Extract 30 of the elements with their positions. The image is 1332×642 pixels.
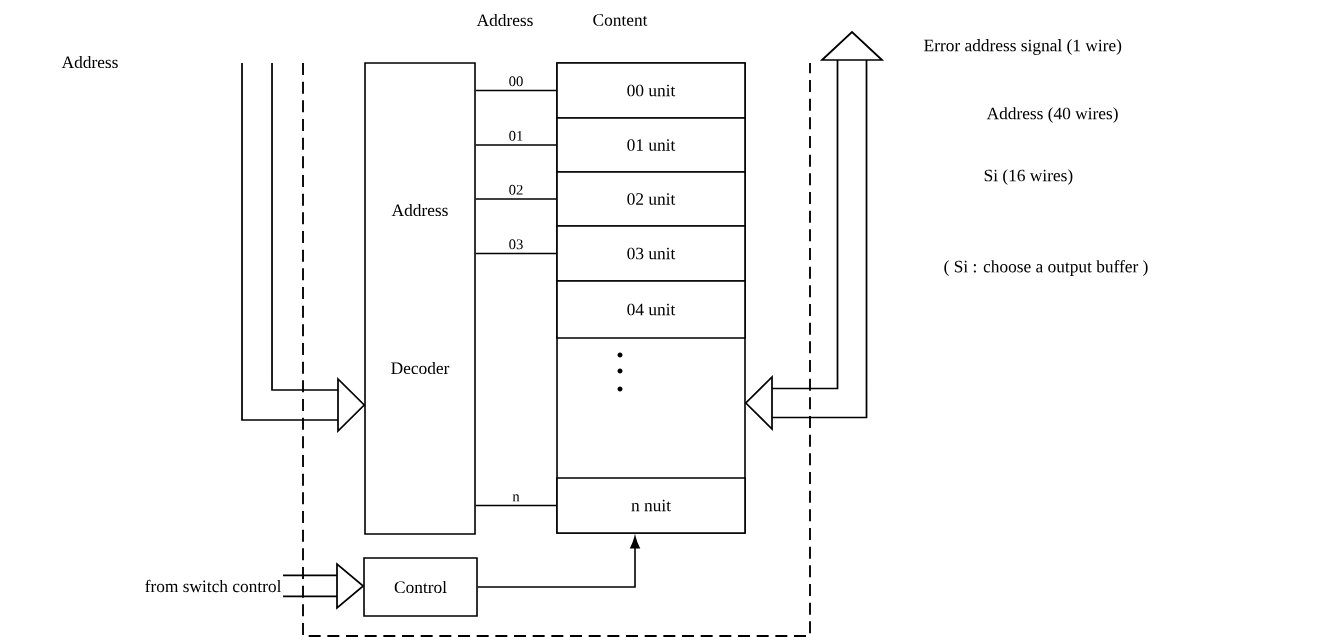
edge-label: 02 [507, 183, 525, 197]
edge-label: n [511, 493, 521, 503]
bus-arrow [744, 31, 883, 432]
connector-line [475, 252, 557, 255]
memory-cell: 02 unit [556, 171, 746, 227]
memory-cell: n nuit [556, 477, 746, 534]
text-label: Address [476, 13, 533, 27]
memory-cell: 04 unit [556, 280, 746, 339]
text-label: Si (16 wires) [984, 169, 1073, 185]
arrow [477, 536, 640, 588]
edge-label: 00 [507, 75, 525, 88]
decoder-box: Address Decoder [364, 62, 476, 535]
input-label: from switch control [145, 579, 282, 593]
bus-arrow [282, 562, 365, 609]
text-label: Error address signal (1 wire) [924, 39, 1122, 55]
bus-arrow [241, 62, 366, 432]
memory-cell: 01 unit [556, 117, 746, 173]
text-label: Address [61, 55, 118, 69]
text-label: ( Si : choose a output buffer ) [944, 260, 1148, 276]
node-label: Content [593, 14, 648, 26]
connector-line [475, 198, 557, 200]
connector-line [475, 504, 557, 507]
control-box: Control [363, 557, 478, 617]
edge-label: 01 [507, 129, 525, 143]
memory-cell: 00 unit [556, 62, 746, 119]
text-label: Address (40 wires) [986, 107, 1118, 123]
edge-label: 03 [507, 238, 525, 251]
memory-cell: 03 unit [556, 225, 746, 282]
connector-line [475, 89, 557, 92]
connector-line [475, 144, 557, 146]
